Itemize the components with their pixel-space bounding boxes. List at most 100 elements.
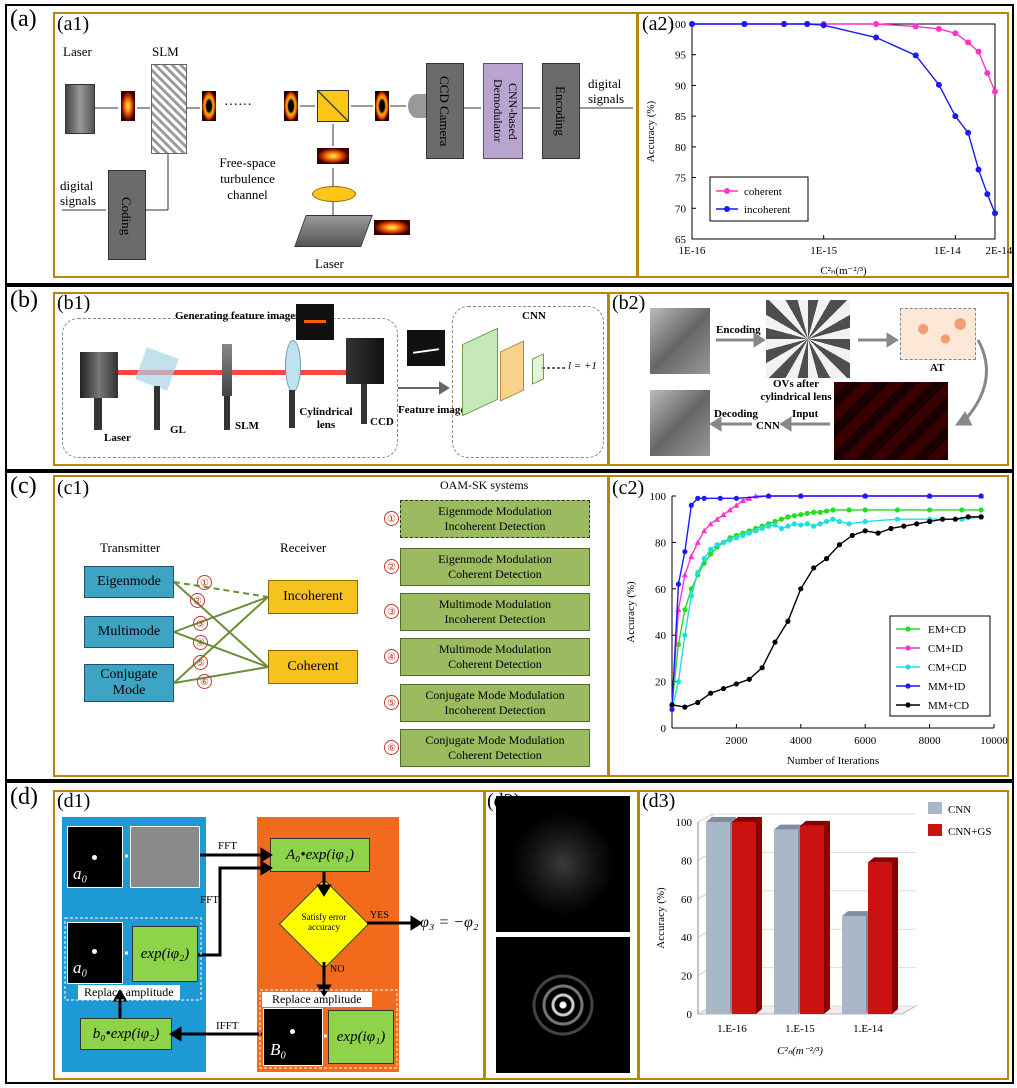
- a1-slm-label: SLM: [152, 44, 179, 59]
- c2-point-MM+CD: [875, 530, 881, 536]
- d3-ytick-label: 60: [681, 894, 693, 906]
- c2-point-MM+CD: [952, 516, 958, 522]
- c2-point-MM+ID: [733, 495, 739, 501]
- d1-B0: B₀: [270, 1040, 287, 1059]
- c1-num-4: ④: [193, 635, 208, 650]
- a2-point-incoherent: [935, 81, 942, 88]
- b1-gl-post: [154, 386, 160, 430]
- b2-ovs-label: OVs after cylindrical lens: [760, 378, 832, 403]
- a2-legend: [709, 176, 809, 222]
- c2-point-CM+CD: [727, 537, 733, 543]
- row-b-frame: [5, 285, 1014, 471]
- a1-lens: [312, 186, 356, 202]
- c2-point-EM+CD: [817, 509, 823, 515]
- c2-point-EM+CD: [804, 510, 810, 516]
- c1-system-4-l1: Multimode Modulation: [438, 642, 552, 656]
- a2-point-incoherent: [689, 21, 695, 27]
- a2-point-incoherent: [781, 21, 788, 27]
- a2-ytick-label: 65: [675, 234, 687, 246]
- a2-point-coherent: [984, 70, 991, 77]
- row-d-frame: [5, 781, 1014, 1084]
- c2-point-CM+CD: [682, 632, 688, 638]
- c2-legend-marker: [905, 683, 911, 689]
- c2-xtick-label: 8000: [919, 735, 942, 747]
- c2-point-CM+ID: [694, 539, 701, 545]
- c2-point-MM+CD: [720, 685, 727, 692]
- c2-point-CM+ID: [701, 527, 708, 534]
- c1-num-2: ②: [190, 593, 205, 608]
- label-a: (a): [10, 6, 37, 32]
- row-a-frame: [5, 4, 1014, 285]
- b1-laser-label: Laser: [104, 432, 131, 444]
- a1-channel-label: Free-space turbulence channel: [219, 155, 276, 202]
- c2-point-CM+CD: [766, 523, 772, 529]
- a1-laser-top-label: Laser: [63, 44, 92, 59]
- d3-xtick-label: 1.E-16: [717, 1023, 747, 1035]
- a2-point-incoherent: [820, 22, 827, 29]
- d1-a0-bottom: a₀: [73, 958, 88, 977]
- a2-point-coherent: [935, 25, 942, 32]
- c1-system-3-l2: Incoherent Detection: [444, 612, 546, 626]
- b1-feature-image: [407, 330, 445, 366]
- d3-ytick-label: 20: [681, 971, 693, 983]
- a2-point-coherent: [992, 88, 998, 95]
- c2-point-MM+CD: [746, 676, 752, 682]
- c1-rx-incoherent: Incoherent: [268, 580, 358, 614]
- c2-point-EM+CD: [785, 514, 791, 520]
- a1-encoding-label: Encoding: [553, 86, 568, 136]
- a2-xlabel: C²ₙ(m⁻²/³): [820, 265, 867, 277]
- d3-bar-top-CNN+GS: [868, 857, 898, 863]
- d3-xtick-label: 1.E-14: [853, 1023, 883, 1035]
- c2-point-CM+CD: [846, 521, 852, 527]
- d3-bar-top-CNN+GS: [800, 820, 830, 826]
- c2-point-MM+ID: [927, 493, 933, 499]
- c2-point-CM+CD: [701, 556, 707, 562]
- a2-point-incoherent: [992, 210, 998, 217]
- c2-legend-label: MM+ID: [928, 681, 965, 693]
- a1-ring-2: [284, 91, 298, 121]
- d3-ytick-label: 100: [676, 817, 693, 829]
- a2-legend-label: coherent: [744, 186, 782, 198]
- a2-ytick-label: 100: [670, 19, 687, 31]
- a1-beam-splitter: [317, 90, 349, 122]
- c2-point-MM+ID: [717, 495, 723, 501]
- label-b1: (b1): [57, 292, 91, 314]
- d3-bar-CNN: [706, 822, 730, 1014]
- d3-bar-top-CNN: [774, 824, 804, 830]
- c2-point-MM+CD: [888, 525, 894, 532]
- b2-decoding-label: Decoding: [714, 408, 758, 420]
- a1-ccd-label: CCD Camera: [437, 75, 452, 147]
- c2-point-MM+CD: [708, 690, 714, 696]
- c2-ytick-label: 0: [661, 723, 667, 735]
- c2-point-MM+ID: [695, 495, 701, 501]
- a2-ytick-label: 95: [675, 50, 687, 62]
- d3-legend-swatch: [928, 824, 942, 836]
- label-d1: (d1): [57, 790, 91, 812]
- label-c1: (c1): [57, 477, 90, 499]
- c1-sys-num-3: ③: [384, 604, 399, 619]
- c1-num-5: ⑤: [193, 655, 208, 670]
- c2-point-CM+ID: [714, 516, 721, 522]
- c1-system-3-l1: Multimode Modulation: [438, 597, 552, 611]
- a2-ytick-label: 70: [675, 203, 687, 215]
- label-d: (d): [10, 784, 38, 810]
- c2-point-CM+CD: [708, 546, 714, 552]
- d3-grid-side: [697, 813, 713, 823]
- c2-point-MM+CD: [759, 665, 765, 671]
- c2-point-CM+ID: [733, 502, 740, 508]
- d1-expphi1-box: exp(iφ₁): [328, 1010, 394, 1064]
- c2-point-EM+CD: [959, 507, 965, 513]
- c2-point-CM+CD: [720, 539, 727, 545]
- c2-point-CM+CD: [695, 569, 701, 576]
- c2-point-CM+ID: [688, 553, 695, 559]
- a2-legend-label: incoherent: [744, 204, 790, 216]
- c1-system-1-l1: Eigenmode Modulation: [438, 504, 552, 518]
- c2-point-MM+CD: [798, 586, 804, 592]
- c2-point-CM+ID: [707, 520, 714, 527]
- d3-bar-CNN+GS: [868, 862, 892, 1014]
- c2-legend-label: MM+CD: [928, 700, 969, 712]
